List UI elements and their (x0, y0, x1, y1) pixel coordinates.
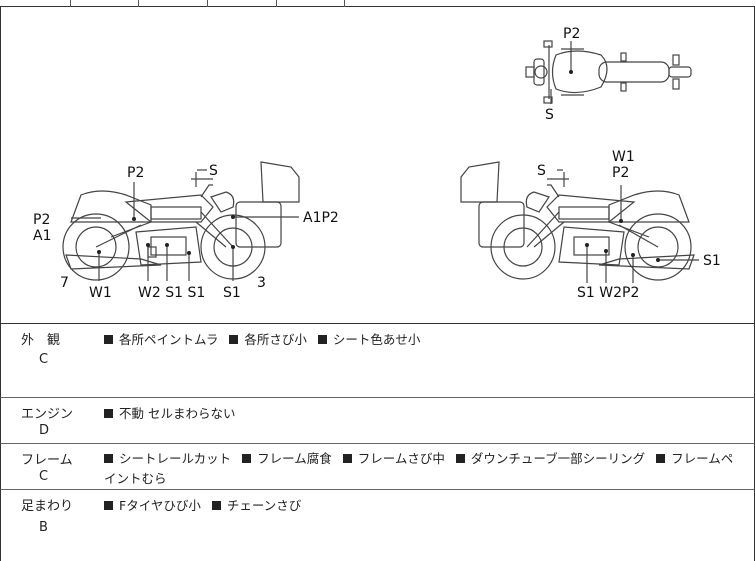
section-frame: フレーム C シートレールカット フレーム腐食 フレームさび中 ダウンチューブ一… (0, 444, 755, 490)
label-left-w2s1s1: W2 S1 S1 (138, 285, 205, 301)
marker-dot (631, 253, 635, 257)
section-category: エンジン (21, 407, 74, 422)
label-right-p2-bottom: P2 (622, 285, 639, 301)
damage-diagram: P2 S P2 S P2 A1 A1P2 7 W1 W2 S1 S1 S1 3 … (0, 7, 755, 324)
cell-divider (70, 0, 71, 7)
label-left-p2-rear: P2 (33, 212, 50, 228)
label-top-s: S (545, 107, 554, 123)
label-left-s: S (209, 163, 218, 179)
bullet-square-icon (229, 335, 239, 344)
marker-dot (187, 251, 191, 255)
bullet-square-icon (242, 454, 252, 463)
section-items: 各所ペイントムラ 各所さび小 シート色あせ小 (104, 329, 742, 350)
marker-dot (656, 258, 660, 262)
label-right-s1w2: S1 W2 (577, 285, 622, 301)
bullet-square-icon (104, 454, 113, 463)
label-right-p2: P2 (612, 165, 629, 181)
section-items: シートレールカット フレーム腐食 フレームさび中 ダウンチューブ一部シーリング … (104, 449, 742, 489)
item-text: フレームペイントむら (104, 451, 734, 486)
section-category: フレーム (21, 453, 73, 468)
item-text: フレームさび中 (357, 451, 445, 466)
section-category: 足まわり (21, 499, 74, 514)
section-items: Fタイヤひび小 チェーンさび (104, 495, 742, 516)
marker-dot (231, 245, 235, 249)
section-suspension: 足まわり B Fタイヤひび小 チェーンさび (0, 490, 755, 561)
marker-dot (231, 215, 235, 219)
cell-divider (207, 0, 208, 7)
section-grade: D (39, 423, 50, 438)
item-text: 各所ペイントムラ (119, 332, 219, 347)
marker-dot (165, 243, 169, 247)
marker-dot (619, 219, 623, 223)
section-exterior: 外 観 C 各所ペイントムラ 各所さび小 シート色あせ小 (0, 324, 755, 398)
bullet-square-icon (104, 335, 113, 344)
marker-dot (132, 217, 136, 221)
top-view-motorcycle-icon (525, 40, 692, 104)
marker-dot (97, 250, 101, 254)
bullet-square-icon (656, 454, 666, 463)
section-grade: C (39, 469, 49, 484)
section-items: 不動 セルまわらない (104, 403, 742, 424)
bullet-square-icon (455, 454, 465, 463)
right-view-motorcycle-icon (460, 161, 695, 281)
item-text: Fタイヤひび小 (119, 498, 201, 513)
section-grade: C (39, 352, 49, 367)
item-text: ダウンチューブ一部シーリング (470, 451, 646, 466)
bullet-square-icon (104, 409, 113, 418)
marker-dot (146, 243, 150, 247)
bullet-square-icon (342, 454, 352, 463)
item-text: フレーム腐食 (257, 451, 332, 466)
label-left-p2-tank: P2 (127, 165, 144, 181)
label-right-w1: W1 (612, 149, 635, 165)
item-text: 不動 セルまわらない (119, 406, 236, 421)
item-text: チェーンさび (226, 498, 302, 513)
cell-divider (276, 0, 277, 7)
marker-dot (569, 70, 573, 74)
item-text: 各所さび小 (244, 332, 307, 347)
motorcycle-diagram-svg: P2 S P2 S P2 A1 A1P2 7 W1 W2 S1 S1 S1 3 … (33, 26, 721, 301)
label-left-7: 7 (60, 275, 69, 291)
bullet-square-icon (211, 501, 221, 510)
label-right-s1: S1 (703, 253, 721, 269)
bullet-square-icon (104, 501, 113, 510)
label-left-w1: W1 (89, 285, 112, 301)
label-top-p2: P2 (563, 26, 580, 42)
top-table-strip (0, 0, 755, 7)
label-left-a1: A1 (33, 228, 51, 244)
cell-divider (344, 0, 345, 7)
item-text: シート色あせ小 (332, 332, 421, 347)
label-left-s1: S1 (223, 285, 241, 301)
section-engine: エンジン D 不動 セルまわらない (0, 398, 755, 444)
label-left-3: 3 (257, 275, 266, 291)
section-category: 外 観 (21, 333, 61, 348)
marker-dot (604, 249, 608, 253)
marker-dot (585, 243, 589, 247)
item-text: シートレールカット (119, 451, 232, 466)
label-left-a1p2: A1P2 (303, 210, 339, 226)
bullet-square-icon (317, 335, 327, 344)
label-right-s: S (537, 163, 546, 179)
cell-divider (138, 0, 139, 7)
section-grade: B (39, 520, 48, 535)
